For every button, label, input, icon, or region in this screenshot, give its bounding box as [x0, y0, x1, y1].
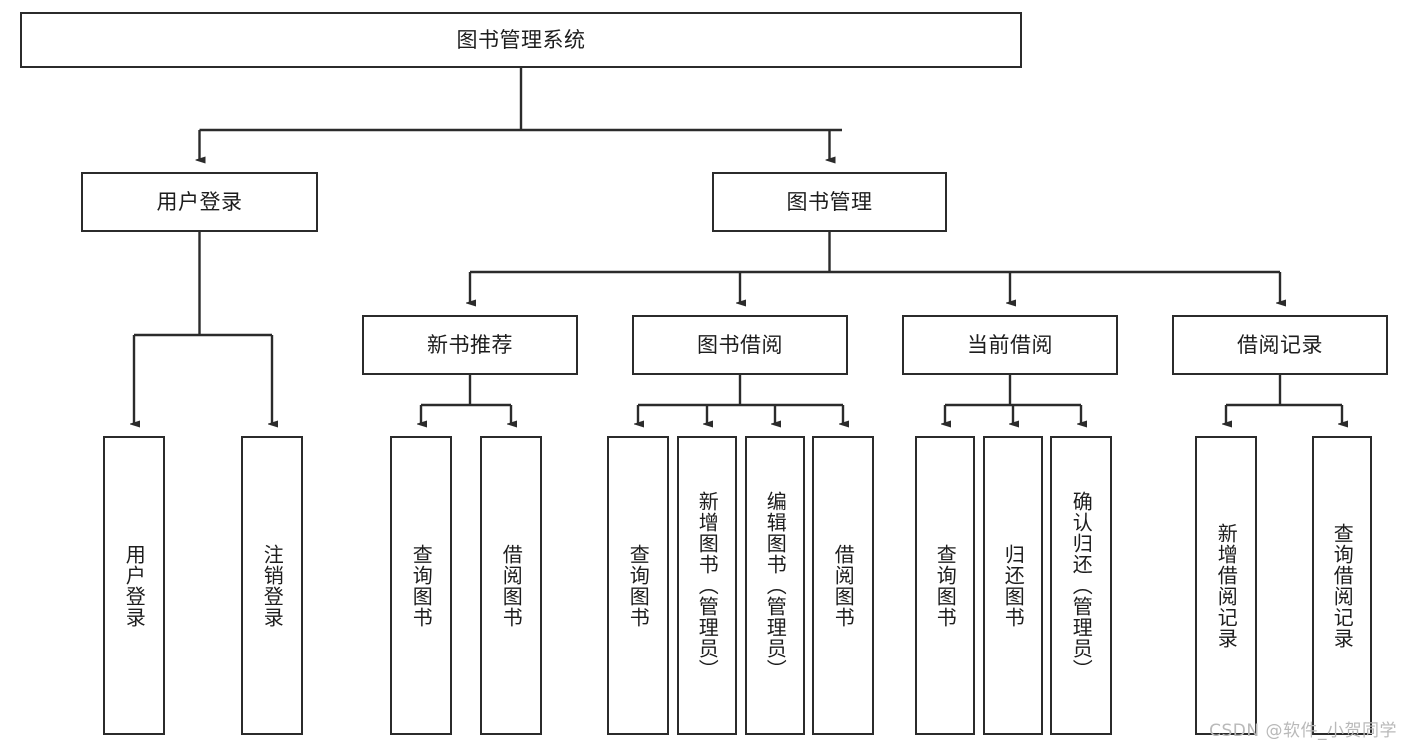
node-level3-2[interactable]: 当前借阅 [902, 315, 1118, 375]
node-label: 新书推荐 [427, 332, 513, 357]
node-label: 查询图书 [626, 543, 651, 628]
node-leaf-8[interactable]: 查询图书 [915, 436, 975, 735]
node-label: 编辑图书（管理员） [763, 491, 788, 680]
node-label: 查询借阅记录 [1330, 522, 1355, 649]
node-label: 图书借阅 [697, 332, 783, 357]
node-label: 新增借阅记录 [1214, 522, 1239, 649]
node-level3-1[interactable]: 图书借阅 [632, 315, 848, 375]
node-level3-3[interactable]: 借阅记录 [1172, 315, 1388, 375]
node-label: 查询图书 [933, 543, 958, 628]
node-level3-0[interactable]: 新书推荐 [362, 315, 578, 375]
node-leaf-5[interactable]: 新增图书（管理员） [677, 436, 737, 735]
node-level2-0[interactable]: 用户登录 [81, 172, 318, 232]
node-level2-1[interactable]: 图书管理 [712, 172, 947, 232]
node-leaf-2[interactable]: 查询图书 [390, 436, 452, 735]
node-leaf-10[interactable]: 确认归还（管理员） [1050, 436, 1112, 735]
node-leaf-12[interactable]: 查询借阅记录 [1312, 436, 1372, 735]
node-label: 借阅图书 [499, 543, 524, 628]
node-label: 借阅记录 [1237, 332, 1323, 357]
node-leaf-6[interactable]: 编辑图书（管理员） [745, 436, 805, 735]
node-label: 用户登录 [156, 189, 243, 214]
node-label: 当前借阅 [967, 332, 1053, 357]
node-label: 图书管理系统 [456, 27, 586, 52]
node-label: 归还图书 [1001, 543, 1026, 628]
node-leaf-1[interactable]: 注销登录 [241, 436, 303, 735]
node-label: 图书管理 [786, 189, 873, 214]
node-label: 注销登录 [260, 543, 285, 628]
node-leaf-3[interactable]: 借阅图书 [480, 436, 542, 735]
node-label: 查询图书 [409, 543, 434, 628]
node-leaf-9[interactable]: 归还图书 [983, 436, 1043, 735]
node-label: 确认归还（管理员） [1069, 491, 1094, 680]
node-leaf-11[interactable]: 新增借阅记录 [1195, 436, 1257, 735]
node-leaf-7[interactable]: 借阅图书 [812, 436, 874, 735]
node-leaf-0[interactable]: 用户登录 [103, 436, 165, 735]
watermark-text: CSDN @软件_小贺同学 [1209, 721, 1397, 741]
node-root[interactable]: 图书管理系统 [20, 12, 1022, 68]
node-label: 新增图书（管理员） [695, 491, 720, 680]
node-leaf-4[interactable]: 查询图书 [607, 436, 669, 735]
node-label: 用户登录 [122, 543, 147, 628]
node-label: 借阅图书 [831, 543, 856, 628]
